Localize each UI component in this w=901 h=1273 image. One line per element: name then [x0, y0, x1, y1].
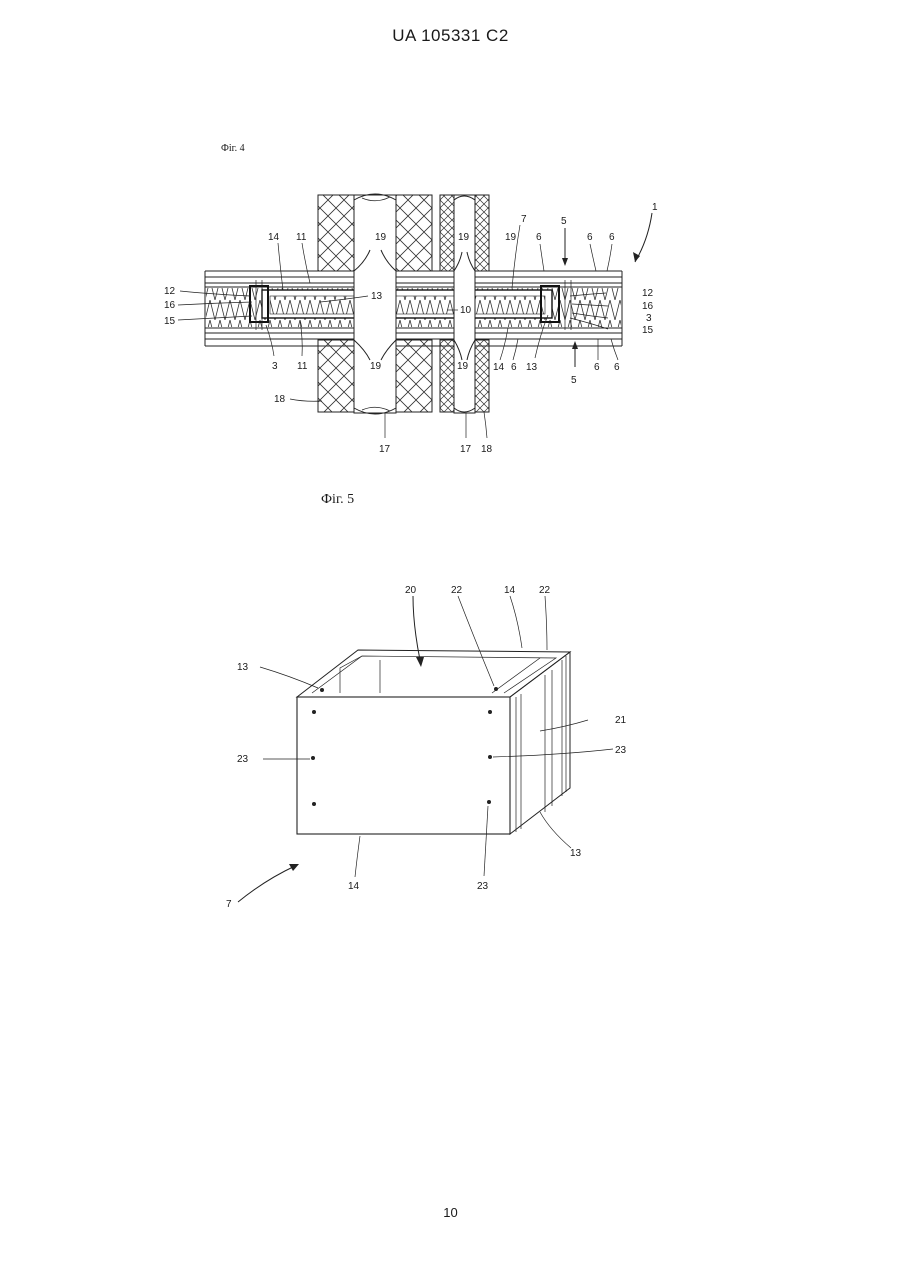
fig5-label-13-top: 13 — [237, 662, 249, 673]
fig4-label-1: 1 — [652, 202, 658, 213]
fig4-label-11-top: 11 — [296, 232, 307, 243]
fig5-label-23-left: 23 — [237, 754, 249, 765]
fig5-label-23-bottom: 23 — [477, 881, 489, 892]
fig4-label-5-top: 5 — [561, 216, 567, 227]
fig4-label-13-bottom: 13 — [526, 362, 538, 373]
fig4-label-6e: 6 — [594, 362, 600, 373]
fig5-label-14-bottom: 14 — [348, 881, 360, 892]
fig4-label-17-right: 17 — [460, 444, 472, 455]
fig4-label-18-right: 18 — [481, 444, 493, 455]
fig4-label-6c: 6 — [609, 232, 615, 243]
fig4-label-6a: 6 — [536, 232, 542, 243]
fig4-label-12-left: 12 — [164, 286, 176, 297]
fig4-label-17-left: 17 — [379, 444, 391, 455]
fig5-label-14-top: 14 — [504, 585, 516, 596]
fig4-label-15-right: 15 — [642, 325, 654, 336]
fig4-label-12-right: 12 — [642, 288, 654, 299]
fig4-label-19b: 19 — [458, 232, 470, 243]
fig5-label-13-bottom: 13 — [570, 848, 582, 859]
fig4-label-19e: 19 — [457, 361, 469, 372]
fig4-label-3-right: 3 — [646, 313, 652, 324]
fig4-label-18-left: 18 — [274, 394, 286, 405]
fig4-label-19d: 19 — [370, 361, 382, 372]
fig4-label-6f: 6 — [614, 362, 620, 373]
fig5-label-22a: 22 — [451, 585, 463, 596]
fig4-label-14-bottom: 14 — [493, 362, 505, 373]
fig5-label-7: 7 — [226, 899, 232, 910]
fig4-label-19c: 19 — [505, 232, 517, 243]
fig4-label-13-mid: 13 — [371, 291, 383, 302]
fig4-label-15-left: 15 — [164, 316, 176, 327]
fig4-label-6d: 6 — [511, 362, 517, 373]
fig4-label-3-left: 3 — [272, 361, 278, 372]
fig4-label-5-bottom: 5 — [571, 375, 577, 386]
fig4-label-16-left: 16 — [164, 300, 176, 311]
fig5-label-21: 21 — [615, 715, 627, 726]
fig4-label-14-top: 14 — [268, 232, 280, 243]
fig5-label-23-right: 23 — [615, 745, 627, 756]
fig4-label-11-bottom: 11 — [297, 361, 308, 372]
fig5-label-20: 20 — [405, 585, 417, 596]
fig4-label-16-right: 16 — [642, 301, 654, 312]
fig4-label-19a: 19 — [375, 232, 387, 243]
fig4-label-6b: 6 — [587, 232, 593, 243]
fig4-label-7: 7 — [521, 214, 527, 225]
fig4-label-10: 10 — [460, 305, 472, 316]
figure-4-drawing: 1 5 7 6 6 6 19 19 19 14 11 12 16 15 13 1… — [164, 194, 658, 455]
figure-5-drawing: 20 22 14 22 13 21 23 23 13 14 23 7 — [226, 585, 627, 910]
fig5-label-22b: 22 — [539, 585, 551, 596]
